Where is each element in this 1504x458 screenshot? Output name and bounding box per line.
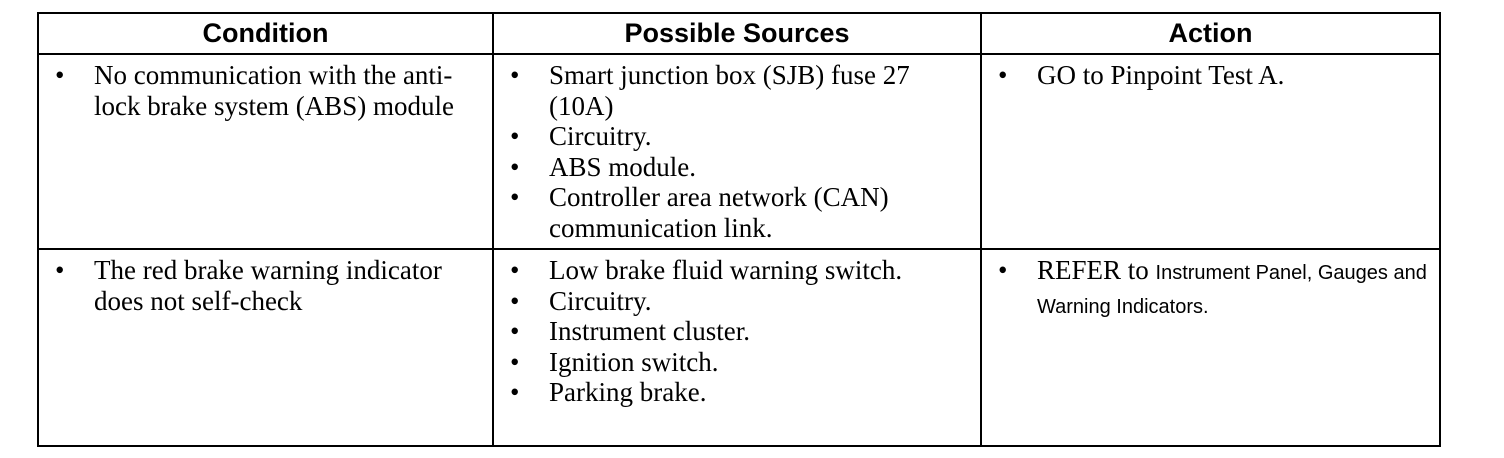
condition-cell: • No communication with the anti-lock bra… xyxy=(37,53,494,250)
list-item: • Ignition switch. xyxy=(494,347,974,378)
list-item: • GO to Pinpoint Test A. xyxy=(982,60,1433,94)
list-item: • Smart junction box (SJB) fuse 27 (10A) xyxy=(494,60,974,121)
bullet-icon: • xyxy=(510,255,520,285)
action-reference-link[interactable]: Instrument Panel, Gauges and Warning Ind… xyxy=(1037,262,1427,318)
source-text: Low brake fluid warning switch. xyxy=(549,255,903,285)
source-text: Smart junction box (SJB) fuse 27 (10A) xyxy=(549,60,910,121)
diagnostic-table-container: Condition Possible Sources Action • No co… xyxy=(37,12,1441,447)
list-item: • Circuitry. xyxy=(494,286,974,317)
list-item: • Instrument cluster. xyxy=(494,316,974,347)
bullet-icon: • xyxy=(510,151,520,182)
action-text: GO to Pinpoint Test A. xyxy=(1037,60,1285,90)
possible-sources-cell: • Low brake fluid warning switch. • Circui… xyxy=(492,248,982,447)
bullet-icon: • xyxy=(510,377,520,407)
list-item: • The red brake warning indicator does no… xyxy=(39,255,486,316)
list-item: • Circuitry. xyxy=(494,121,974,152)
source-text: Ignition switch. xyxy=(549,346,719,377)
list-item: • Parking brake. xyxy=(494,377,974,408)
action-cell: • REFER to Instrument Panel, Gauges and W… xyxy=(980,248,1441,447)
bullet-icon: • xyxy=(510,60,520,90)
action-text: REFER to xyxy=(1037,255,1156,285)
source-text: ABS module. xyxy=(549,151,697,182)
table-row: • The red brake warning indicator does no… xyxy=(37,248,1441,447)
header-possible-sources: Possible Sources xyxy=(492,12,982,55)
table-row: • No communication with the anti-lock bra… xyxy=(37,53,1441,250)
header-action: Action xyxy=(980,12,1441,55)
source-text: Instrument cluster. xyxy=(549,316,750,346)
bullet-icon: • xyxy=(998,60,1008,90)
condition-cell: • The red brake warning indicator does no… xyxy=(37,248,494,447)
bullet-icon: • xyxy=(510,346,520,377)
bullet-icon: • xyxy=(55,60,65,90)
bullet-icon: • xyxy=(55,255,65,285)
source-text: Controller area network (CAN) communicat… xyxy=(549,182,889,243)
list-item: • REFER to Instrument Panel, Gauges and W… xyxy=(982,255,1433,322)
bullet-icon: • xyxy=(510,316,520,346)
action-cell: • GO to Pinpoint Test A. xyxy=(980,53,1441,250)
bullet-icon: • xyxy=(510,182,520,212)
list-item: • Low brake fluid warning switch. xyxy=(494,255,974,286)
bullet-icon: • xyxy=(510,285,520,316)
possible-sources-cell: •Smart junction box (SJB) fuse 27 (10A) … xyxy=(492,53,982,250)
condition-text: No communication with the anti-lock brak… xyxy=(94,60,454,121)
source-text: Circuitry. xyxy=(549,285,652,316)
symptom-chart-table: Condition Possible Sources Action • No co… xyxy=(37,12,1441,447)
table-header-row: Condition Possible Sources Action xyxy=(37,12,1441,55)
bullet-icon: • xyxy=(510,121,520,151)
bullet-icon: • xyxy=(998,255,1008,285)
condition-text: The red brake warning indicator does not… xyxy=(94,255,442,316)
header-condition: Condition xyxy=(37,12,494,55)
list-item: • No communication with the anti-lock bra… xyxy=(39,60,486,121)
list-item: • Controller area network (CAN) communica… xyxy=(494,182,974,243)
source-text: Parking brake. xyxy=(549,377,707,407)
list-item: • ABS module. xyxy=(494,152,974,183)
source-text: Circuitry. xyxy=(549,121,652,151)
